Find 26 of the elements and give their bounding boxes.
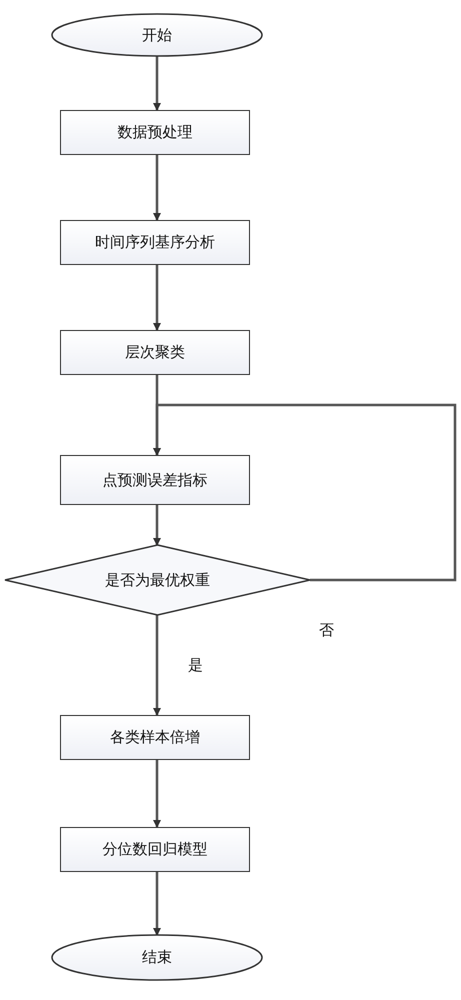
arrow: [153, 155, 161, 221]
node-label: 点预测误差指标: [102, 470, 208, 490]
node-label: 结束: [142, 948, 172, 967]
node-label: 数据预处理: [118, 123, 192, 142]
node-label: 是否为最优权重: [105, 570, 210, 590]
decision-diamond: [5, 545, 310, 615]
process-box: [60, 827, 250, 872]
node-label: 开始: [142, 26, 172, 44]
arrow: [153, 56, 161, 111]
arrow: [153, 615, 161, 716]
node-label: 层次聚类: [125, 343, 185, 362]
arrow: [153, 505, 161, 546]
arrow: [153, 265, 161, 331]
process-box: [60, 220, 250, 265]
terminal-ellipse: [52, 14, 262, 56]
process-box: [60, 110, 250, 155]
process-box: [60, 455, 250, 505]
process-box: [60, 715, 250, 760]
arrow: [153, 404, 456, 582]
arrow: [153, 760, 161, 828]
node-label: 各类样本倍增: [110, 728, 200, 747]
terminal-ellipse: [52, 935, 262, 980]
node-label: 分位数回归模型: [102, 840, 208, 859]
process-box: [60, 330, 250, 375]
arrow: [153, 872, 161, 936]
node-label: 时间序列基序分析: [95, 233, 215, 252]
